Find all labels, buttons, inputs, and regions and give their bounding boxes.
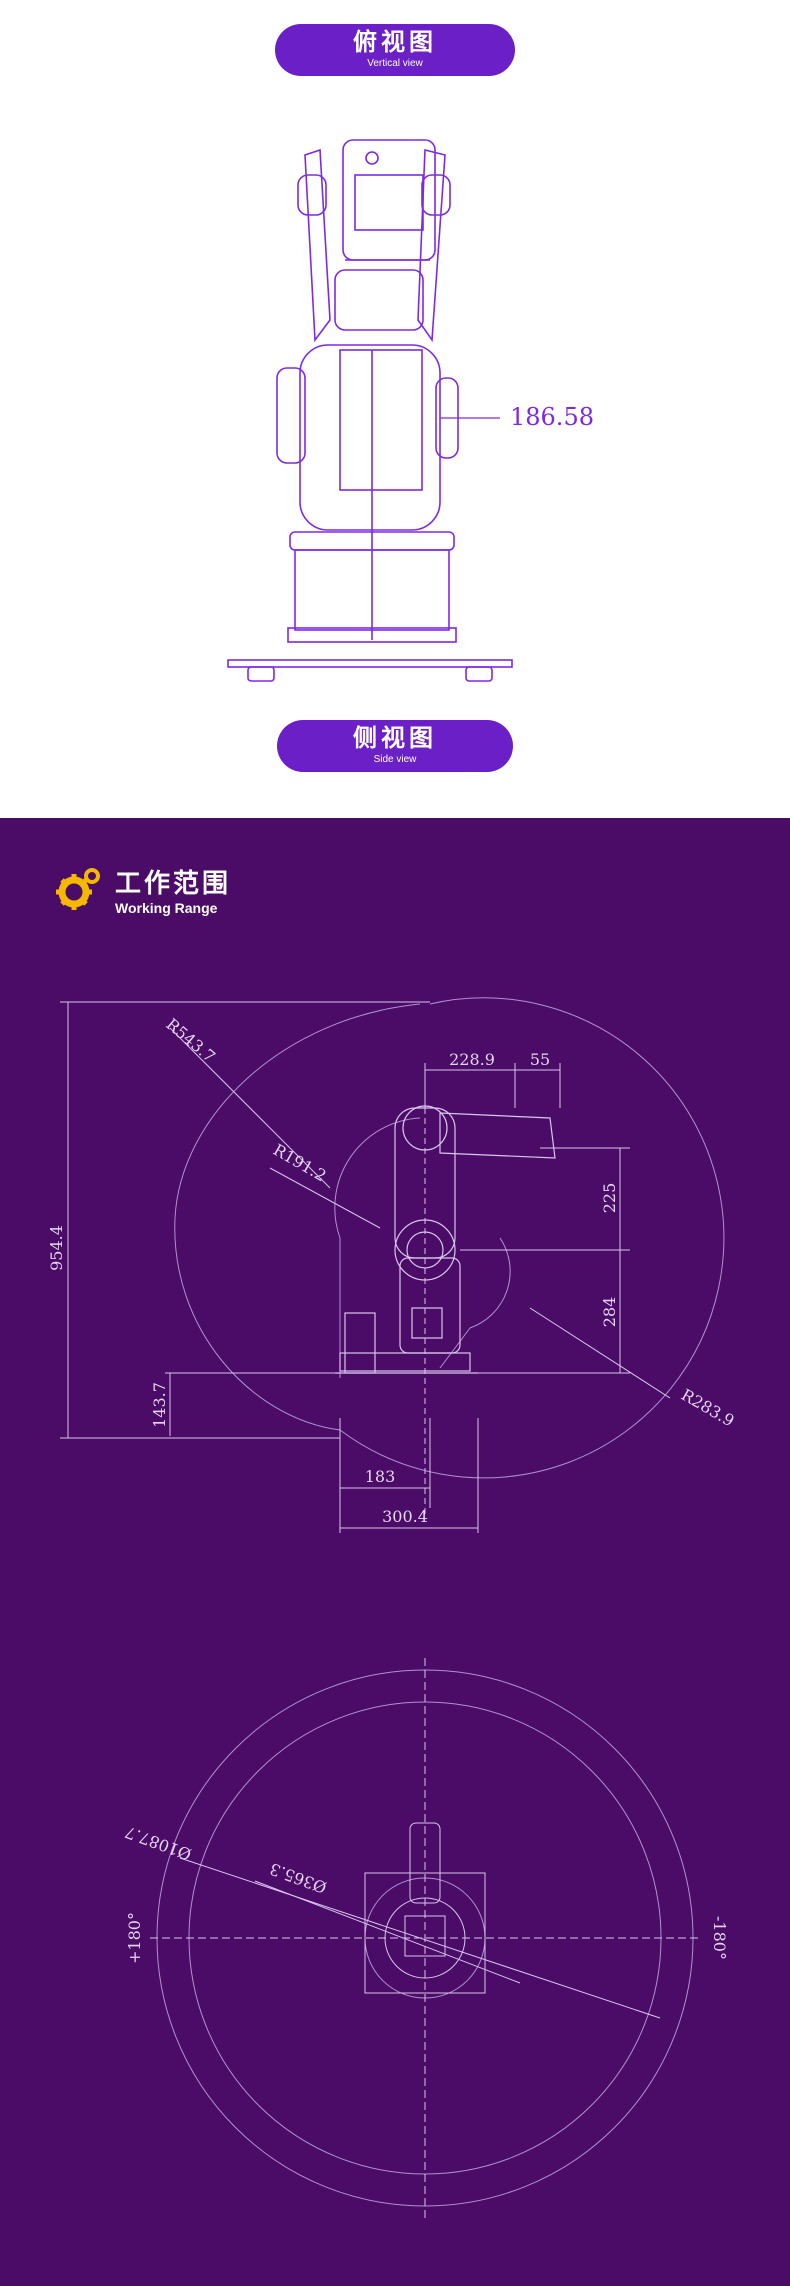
robot-head-panel [354,174,424,231]
label-3004: 300.4 [382,1507,428,1526]
dimension-18658: 186.58 [510,403,594,431]
label-9544: 954.4 [47,1225,66,1271]
label-r2839: R283.9 [678,1385,738,1430]
robot-right-joint [421,174,451,216]
robot-body-left-cap [276,367,306,464]
robot-left-arm [304,148,331,343]
robot-neck [334,269,424,331]
vertical-view-title-zh: 俯视图 [353,28,437,56]
label-minus180: -180° [710,1916,729,1960]
top-dimension-labels: Ø1087.7 Ø365.3 +180° -180° [122,1822,729,1964]
robot-right-foot [465,666,493,682]
robot-plate [227,659,513,668]
label-d3653: Ø365.3 [267,1859,329,1897]
label-2289: 228.9 [449,1050,495,1069]
label-225: 225 [600,1183,619,1214]
gear-icon [56,868,100,910]
vertical-view-title-en: Vertical view [367,58,423,69]
robot-base-ring [287,627,457,643]
robot-left-foot [247,666,275,682]
label-plus180: +180° [125,1912,144,1964]
label-183: 183 [365,1467,396,1486]
working-range-drawing: R543.7 R191.2 R283.9 954.4 143.7 228.9 5… [47,997,738,2218]
top-axis-lines [150,1658,700,2218]
side-view-title-zh: 侧视图 [353,724,437,752]
side-view-badge: 侧视图 Side view [277,720,513,772]
working-range-heading: 工作范围 Working Range [115,868,231,916]
working-range-section [0,818,790,2286]
robot-base [294,549,450,631]
vertical-view-badge: 俯视图 Vertical view [275,24,515,76]
robot-body-panel [339,349,423,491]
top-view-section: 俯视图 Vertical view [0,0,790,818]
label-r5437: R543.7 [162,1015,219,1067]
label-55: 55 [530,1050,550,1069]
label-1437: 143.7 [150,1382,169,1428]
side-view-title-en: Side view [373,754,417,765]
robot-right-arm [417,148,446,343]
working-range-title-zh: 工作范围 [115,869,232,899]
inner-arc [334,1117,421,1239]
robot-top-drawing: 186.58 [227,139,594,682]
label-r1912: R191.2 [270,1140,330,1185]
label-284: 284 [600,1297,619,1328]
label-d10877: Ø1087.7 [122,1822,193,1863]
robot-left-joint [297,174,327,216]
side-range-lines [174,997,725,1479]
side-dimension-labels: R543.7 R191.2 R283.9 954.4 143.7 228.9 5… [47,1015,738,1526]
robot-head-screw [365,151,379,165]
side-dimension-lines [60,1001,671,1533]
robot-body [299,344,441,531]
outer-arc [339,997,725,1479]
side-robot-outline [335,1105,556,1374]
lower-arc [439,1237,511,1369]
outer-arc-left [174,1003,421,1431]
working-range-title-en: Working Range [115,900,218,916]
